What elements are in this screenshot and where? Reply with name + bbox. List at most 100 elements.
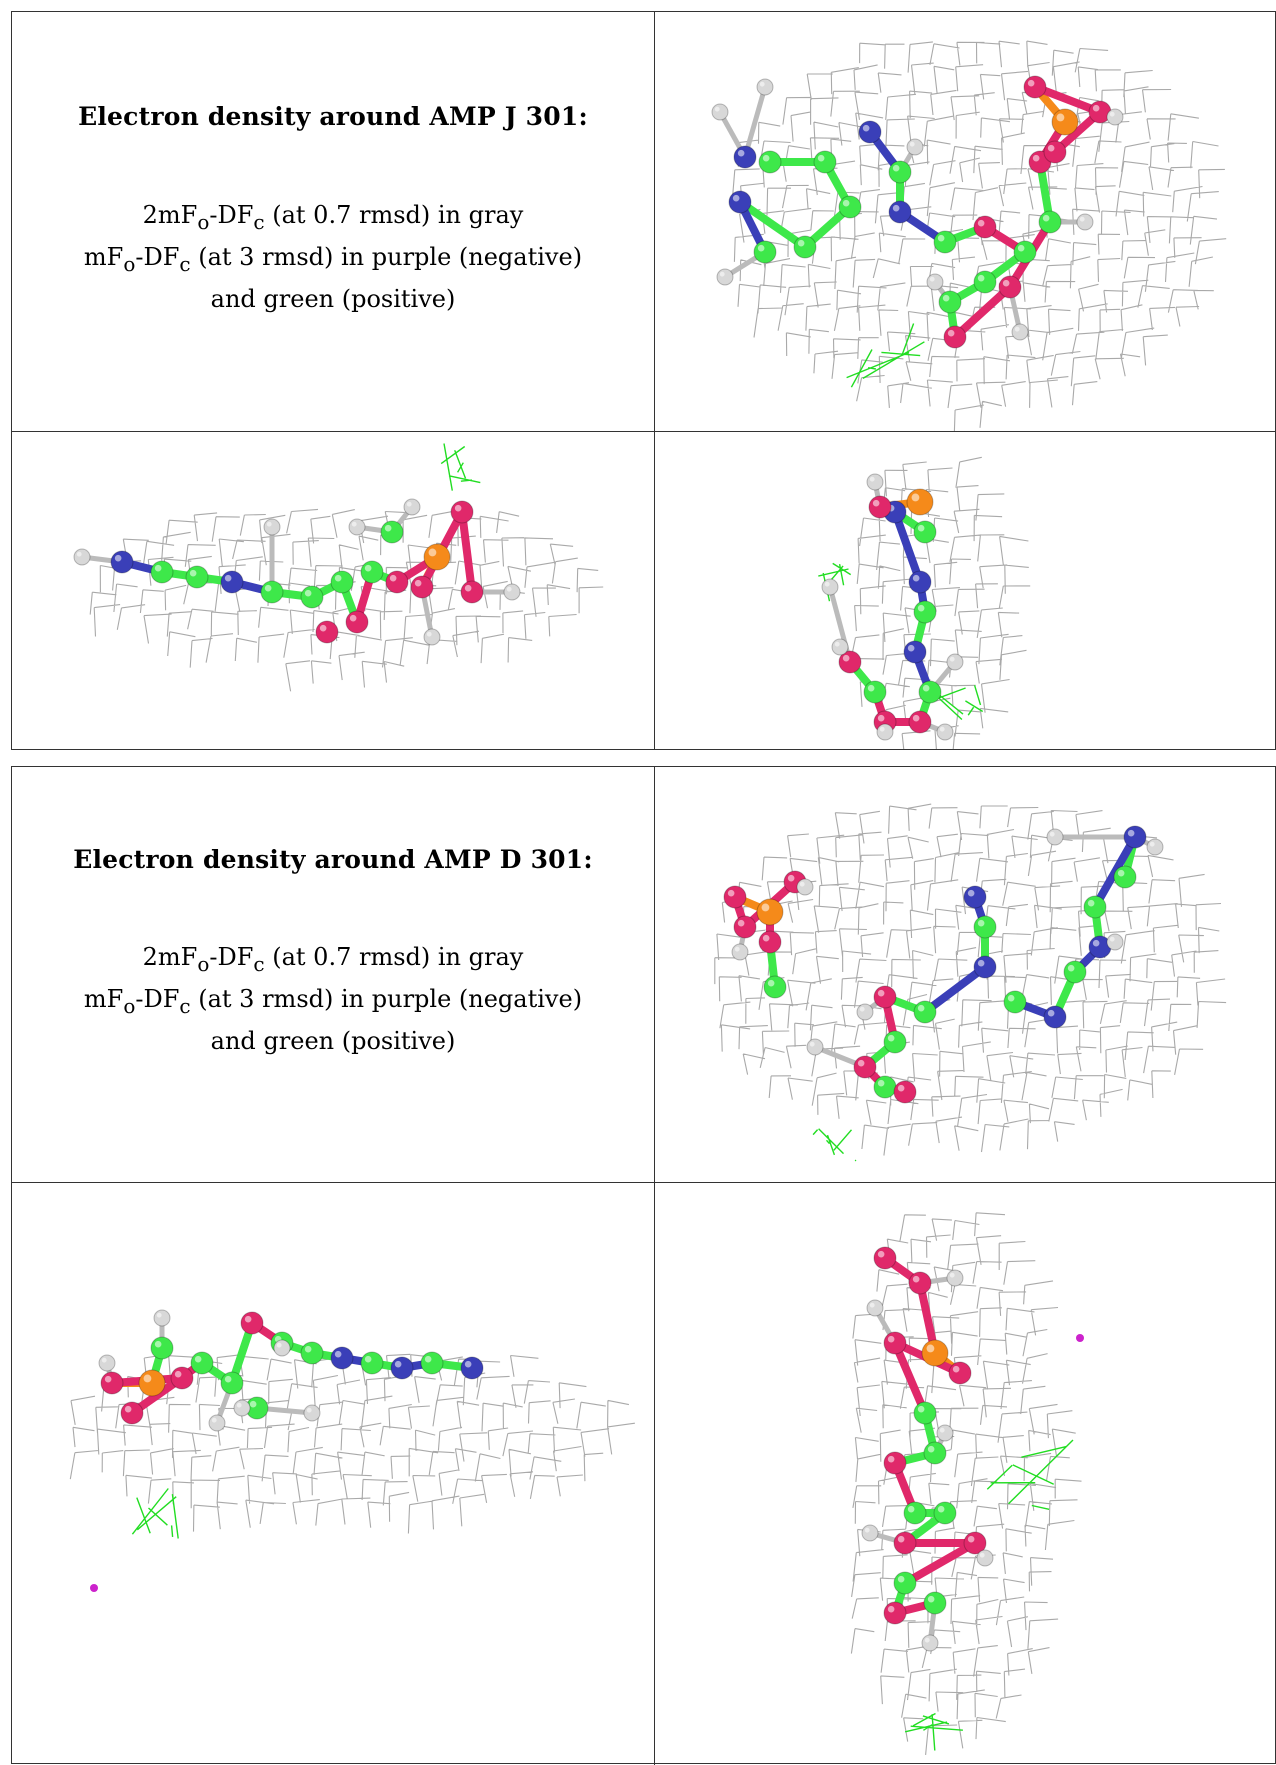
atom-highlight [967,1535,975,1543]
atom-highlight [1007,994,1015,1002]
oxygen-atom [758,930,782,954]
carbon-atom [793,235,817,259]
oxygen-atom [460,580,484,604]
carbon-atom [903,1501,927,1525]
oxygen-atom [943,325,967,349]
atom-highlight [734,946,740,952]
carbon-atom [973,915,997,939]
density-view-end [818,456,1031,749]
atom-highlight [454,504,462,512]
nitrogen-atom [330,1346,354,1370]
atom-highlight [389,574,397,582]
panel-amp-d-301: Electron density around AMP D 301: 2mFo-… [11,766,1276,1765]
phosphorus-atom [138,1369,166,1397]
atom-highlight [1032,154,1040,162]
oxygen-atom [240,1311,264,1335]
hydrogen-atom [153,1309,171,1327]
atom-highlight [937,1505,945,1513]
atom-highlight [877,989,885,997]
atom-highlight [236,1402,242,1408]
atom-highlight [939,1427,945,1433]
carbon-atom [1038,210,1062,234]
atom-highlight [1109,936,1115,942]
atom-highlight [351,521,357,527]
hydrogen-atom [861,1524,879,1542]
carbon-atom [973,270,997,294]
atom-highlight [857,1059,865,1067]
hydrogen-atom [926,273,944,291]
bond [458,508,476,596]
atom-highlight [947,329,955,337]
atom-highlight [862,124,870,132]
hydrogen-atom [273,1339,291,1357]
hydrogen-atom [946,653,964,671]
positive-density-blob [928,685,984,721]
carbon-atom [185,565,209,589]
atom-highlight [1047,144,1055,152]
atom-highlight [877,714,885,722]
atom-highlight [912,714,920,722]
hydrogen-atom [1106,108,1124,126]
atom-highlight [887,1034,895,1042]
hydrogen-atom [403,498,421,516]
carbon-atom [758,150,782,174]
atom-highlight [1087,899,1095,907]
atom-highlight [737,149,745,157]
carbon-atom [300,1341,324,1365]
atom-highlight [464,584,472,592]
nitrogen-atom [220,570,244,594]
legend-line-colors: and green (positive) [210,1026,456,1055]
atom-highlight [266,521,272,527]
map-legend: 2mFo-DFc (at 0.7 rmsd) in gray mFo-DFc (… [12,940,654,1059]
atom-highlight [1047,1009,1055,1017]
atom-highlight [949,656,955,662]
nitrogen-atom [973,955,997,979]
atom-highlight [737,919,745,927]
hydrogen-atom [503,583,521,601]
hydrogen-atom [856,1003,874,1021]
atom-highlight [926,1344,935,1353]
atom-highlight [1056,113,1065,122]
carbon-atom [1063,960,1087,984]
atom-highlight [714,106,720,112]
oxygen-atom [853,1055,877,1079]
carbon-atom [380,520,404,544]
carbon-atom [913,600,937,624]
atom-highlight [922,684,930,692]
panel-amp-j-301: Electron density around AMP J 301: 2mFo-… [11,11,1276,750]
oxygen-atom [315,620,339,644]
carbon-atom [933,230,957,254]
atom-highlight [877,1250,885,1258]
molecule [861,1246,994,1652]
atom-highlight [349,614,357,622]
carbon-atom [753,240,777,264]
hydrogen-atom [233,1399,251,1417]
carbon-atom [330,570,354,594]
carbon-atom [923,1441,947,1465]
oxygen-atom [450,500,474,524]
carbon-atom [938,290,962,314]
atom-highlight [834,641,840,647]
atom-highlight [104,1375,112,1383]
positive-density-blob [131,1488,179,1539]
atom-highlight [224,1375,232,1383]
panel-title: Electron density around AMP D 301: [73,845,593,874]
atom-highlight [762,934,770,942]
positive-density-blob [812,1128,857,1162]
atom-highlight [719,271,725,277]
panel-divider-horizontal [12,1182,1275,1183]
atom-highlight [879,726,885,732]
atom-highlight [892,204,900,212]
hydrogen-atom [1076,213,1094,231]
atom-highlight [1092,104,1100,112]
atom-highlight [384,524,392,532]
atom-highlight [877,1079,885,1087]
oxygen-atom [100,1371,124,1395]
density-view-side [69,1309,635,1592]
atom-highlight [276,1342,282,1348]
hydrogen-atom [936,723,954,741]
atom-highlight [1049,831,1055,837]
carbon-atom [220,1371,244,1395]
atom-highlight [124,1405,132,1413]
atom-highlight [174,1370,182,1378]
